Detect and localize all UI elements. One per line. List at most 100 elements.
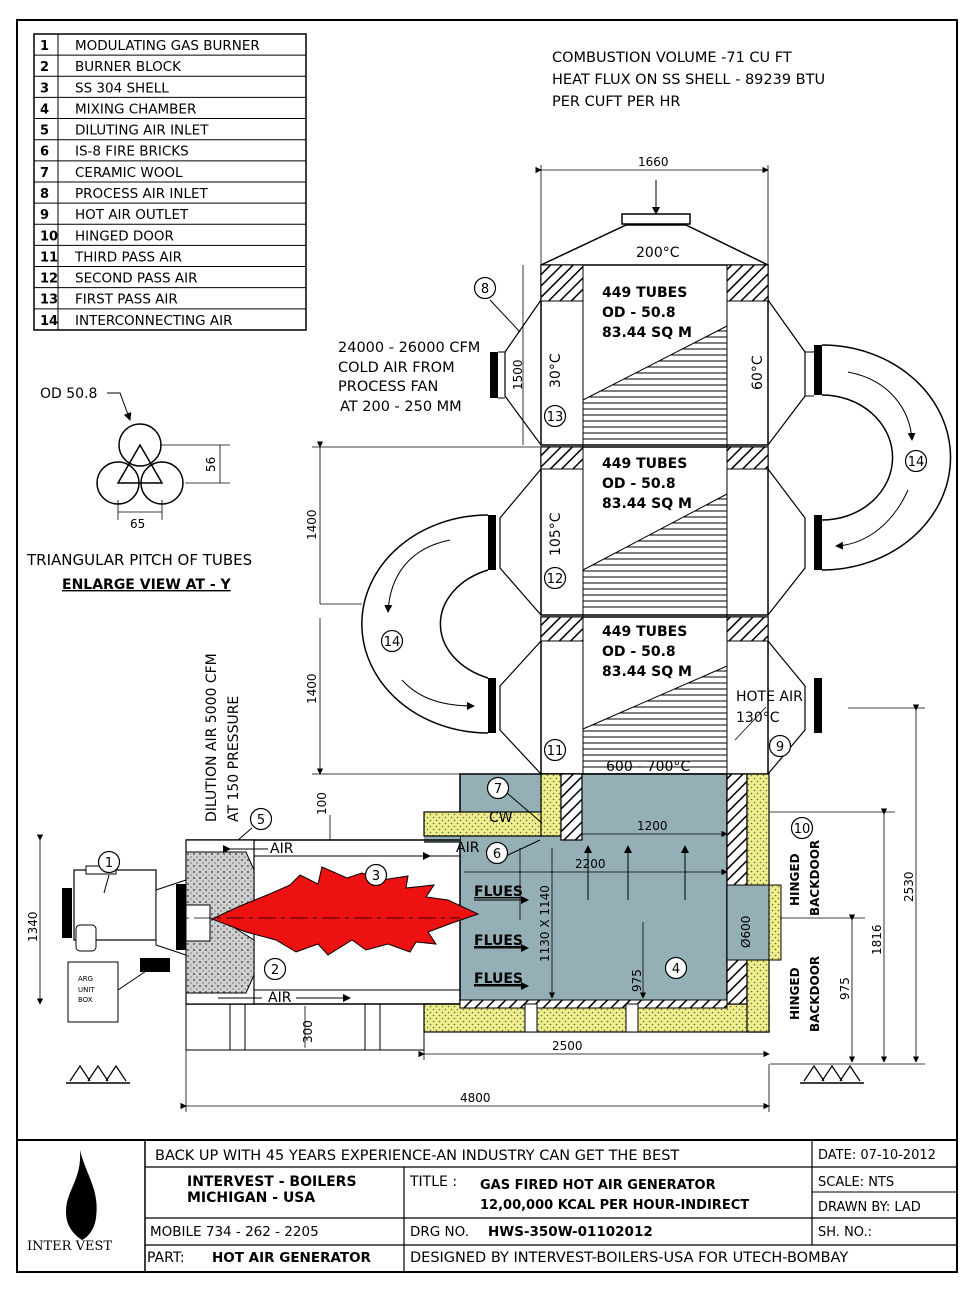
temp-pass1-right: 60°C xyxy=(750,355,766,390)
legend-label: DILUTING AIR INLET xyxy=(75,123,209,139)
title-label: TITLE : xyxy=(409,1174,457,1190)
burner-box-text-1: ARG xyxy=(78,975,93,983)
callout-number: 12 xyxy=(547,572,564,587)
dim-pitch-v: 56 xyxy=(204,457,218,472)
tube-bank-3-area: 83.44 SQ M xyxy=(602,664,692,680)
hinged-label-2: HINGED xyxy=(788,967,802,1020)
callout-circle xyxy=(263,957,287,981)
title-block: INTER VEST BACK UP WITH 45 YEARS EXPERIE… xyxy=(16,1139,958,1273)
callout-number: 2 xyxy=(271,963,279,978)
callout-number: 11 xyxy=(547,744,564,759)
callout-number: 9 xyxy=(776,740,784,755)
tube-bank-1-area: 83.44 SQ M xyxy=(602,325,692,341)
designed-by: DESIGNED BY INTERVEST-BOILERS-USA FOR UT… xyxy=(410,1250,848,1266)
part-label: PART: xyxy=(147,1250,185,1266)
dim-2500: 2500 xyxy=(552,1039,583,1053)
hot-air-temp: 130°C xyxy=(736,710,780,726)
dim-100: 100 xyxy=(315,792,329,815)
callout-number: 1 xyxy=(105,856,113,871)
tube-pitch-detail: OD 50.8 56 65 TRIANGULAR PITCH OF TUBES … xyxy=(26,386,252,593)
callout-number: 8 xyxy=(481,282,489,297)
callout-circle xyxy=(543,738,567,762)
callout-circle xyxy=(249,807,273,831)
legend-label: MIXING CHAMBER xyxy=(75,101,196,117)
callout-circle xyxy=(904,449,928,473)
note-heat-flux-unit: PER CUFT PER HR xyxy=(552,94,680,110)
scale: SCALE: NTS xyxy=(818,1175,894,1190)
dim-600: Ø600 xyxy=(739,916,753,948)
callout-circle xyxy=(664,956,688,980)
temp-flue: 600 - 700°C xyxy=(606,759,690,775)
callout-number: 5 xyxy=(257,813,265,828)
legend-label: CERAMIC WOOL xyxy=(75,165,183,181)
callout-circle xyxy=(97,850,121,874)
callout-circle xyxy=(380,629,404,653)
dim-2200: 2200 xyxy=(575,857,606,871)
dim-4800: 4800 xyxy=(460,1091,491,1105)
tube-bank-3-od: OD - 50.8 xyxy=(602,644,676,660)
legend-number: 13 xyxy=(40,293,58,308)
callout-circle xyxy=(364,863,388,887)
legend-label: BURNER BLOCK xyxy=(75,59,182,75)
legend-number: 11 xyxy=(40,250,58,265)
legend-number: 7 xyxy=(40,166,49,181)
note-combustion-volume: COMBUSTION VOLUME -71 CU FT xyxy=(552,50,792,66)
tube-bank-2-count: 449 TUBES xyxy=(602,456,687,472)
legend-number: 2 xyxy=(40,60,49,75)
dim-975-inner: 975 xyxy=(630,969,644,992)
sheet-no: SH. NO.: xyxy=(818,1225,872,1240)
legend-number: 1 xyxy=(40,39,49,54)
process-air-cold: COLD AIR FROM xyxy=(338,360,455,376)
intervest-flame-logo xyxy=(66,1150,97,1240)
callout-circle xyxy=(486,776,510,800)
air-label-right: AIR xyxy=(456,840,480,856)
dim-1140: 1130 X 1140 xyxy=(538,885,552,962)
burner-box-text-3: BOX xyxy=(78,996,93,1004)
heat-exchanger-tower: 200°C 1660 449 TUBES OD - 50.8 83.44 SQ … xyxy=(305,155,822,775)
dim-1200: 1200 xyxy=(637,819,668,833)
slogan: BACK UP WITH 45 YEARS EXPERIENCE-AN INDU… xyxy=(155,1148,679,1164)
callout-number: 6 xyxy=(493,847,501,862)
callout-circle xyxy=(790,816,814,840)
callout-circle xyxy=(485,841,509,865)
dim-1400-upper: 1400 xyxy=(305,509,319,540)
tube-bank-1-od: OD - 50.8 xyxy=(602,305,676,321)
od-label: OD 50.8 xyxy=(40,386,97,402)
interconnecting-duct-left xyxy=(361,514,489,734)
temp-pass1-left: 30°C xyxy=(548,353,564,388)
tube-bank-2-od: OD - 50.8 xyxy=(602,476,676,492)
cw-label: CW xyxy=(489,810,513,826)
burner-box-text-2: UNIT xyxy=(78,986,95,994)
air-label-bottom: AIR xyxy=(268,990,292,1006)
legend-number: 8 xyxy=(40,187,49,202)
furnace-assembly: FLUES FLUES FLUES 1200 2200 1130 X 1140 … xyxy=(26,653,925,1112)
company-name: INTERVEST - BOILERS xyxy=(187,1174,357,1190)
process-air-cfm: 24000 - 26000 CFM xyxy=(338,340,480,356)
callout-number: 14 xyxy=(384,635,401,650)
callout-circle xyxy=(543,404,567,428)
logo-text: INTER VEST xyxy=(27,1239,112,1254)
flues-label-1: FLUES xyxy=(474,884,523,900)
callout-circle xyxy=(473,276,497,300)
callout-number: 7 xyxy=(494,782,502,797)
legend-number: 14 xyxy=(40,314,58,329)
legend-label: PROCESS AIR INLET xyxy=(75,186,209,202)
process-air-pressure: AT 200 - 250 MM xyxy=(340,399,462,415)
legend-number: 4 xyxy=(40,102,49,117)
temp-pass2: 105°C xyxy=(548,512,564,556)
legend-number: 5 xyxy=(40,124,49,139)
title-line-2: 12,00,000 KCAL PER HOUR-INDIRECT xyxy=(480,1198,749,1213)
legend-number: 12 xyxy=(40,272,58,287)
legend-label: HOT AIR OUTLET xyxy=(75,207,189,223)
dim-1816: 1816 xyxy=(870,924,884,955)
pitch-caption: TRIANGULAR PITCH OF TUBES xyxy=(26,551,252,569)
drg-number: HWS-350W-01102012 xyxy=(488,1224,653,1240)
dim-300: 300 xyxy=(301,1020,315,1043)
dilution-air-cfm: DILUTION AIR 5000 CFM xyxy=(204,653,220,822)
legend-number: 10 xyxy=(40,229,58,244)
legend-number: 3 xyxy=(40,81,49,96)
temp-top: 200°C xyxy=(636,245,680,261)
